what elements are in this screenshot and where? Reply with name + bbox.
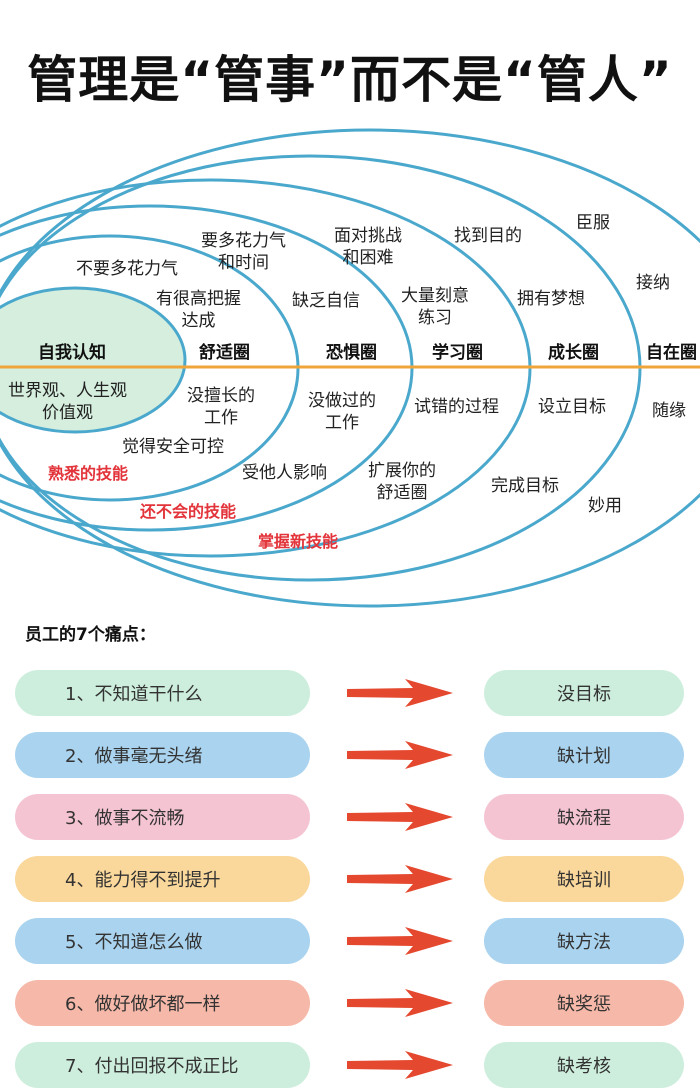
arrow-right-icon bbox=[347, 679, 453, 707]
pain-point-problem: 2、做事毫无头绪 bbox=[15, 732, 310, 778]
pain-point-cause: 缺培训 bbox=[484, 856, 684, 902]
zone-self: 自我认知 bbox=[38, 343, 106, 363]
zone-learning: 学习圈 bbox=[432, 343, 483, 363]
label-accept: 接纳 bbox=[636, 273, 670, 293]
label-set-goal: 设立目标 bbox=[538, 397, 606, 417]
pain-point-cause: 缺流程 bbox=[484, 794, 684, 840]
pain-points-title: 员工的7个痛点： bbox=[25, 625, 156, 645]
ring-self bbox=[0, 286, 187, 434]
label-complete-goal: 完成目标 bbox=[491, 476, 559, 496]
comfort-zone-diagram bbox=[0, 128, 700, 608]
label-find-purpose: 找到目的 bbox=[454, 226, 522, 246]
label-no-skilled-work: 没擅长的 工作 bbox=[187, 386, 255, 428]
label-more-effort: 要多花力气 和时间 bbox=[201, 231, 286, 273]
pain-point-cause: 缺考核 bbox=[484, 1042, 684, 1088]
label-expand-comfort: 扩展你的 舒适圈 bbox=[368, 461, 436, 503]
label-lack-confidence: 缺乏自信 bbox=[292, 291, 360, 311]
arrow-right-icon bbox=[347, 803, 453, 831]
label-influenced: 受他人影响 bbox=[242, 463, 327, 483]
zone-freedom: 自在圈 bbox=[646, 343, 697, 363]
arrow-right-icon bbox=[347, 927, 453, 955]
label-deliberate-practice: 大量刻意 练习 bbox=[401, 286, 469, 328]
pain-point-problem: 6、做好做坏都一样 bbox=[15, 980, 310, 1026]
arrow-right-icon bbox=[347, 865, 453, 893]
skill-unable: 还不会的技能 bbox=[140, 502, 237, 521]
pain-point-cause: 没目标 bbox=[484, 670, 684, 716]
zone-comfort: 舒适圈 bbox=[199, 343, 250, 363]
pain-point-problem: 3、做事不流畅 bbox=[15, 794, 310, 840]
pain-point-cause: 缺奖惩 bbox=[484, 980, 684, 1026]
pain-point-problem: 4、能力得不到提升 bbox=[15, 856, 310, 902]
zone-fear: 恐惧圈 bbox=[326, 343, 377, 363]
label-trial-error: 试错的过程 bbox=[414, 397, 499, 417]
label-worldview: 世界观、人生观 价值观 bbox=[8, 381, 127, 423]
label-high-confidence: 有很高把握 达成 bbox=[156, 289, 241, 331]
pain-point-problem: 5、不知道怎么做 bbox=[15, 918, 310, 964]
label-new-work: 没做过的 工作 bbox=[308, 391, 376, 433]
label-no-effort: 不要多花力气 bbox=[76, 259, 178, 279]
arrow-right-icon bbox=[347, 989, 453, 1017]
label-feel-safe: 觉得安全可控 bbox=[122, 437, 224, 457]
pain-point-cause: 缺计划 bbox=[484, 732, 684, 778]
arrow-right-icon bbox=[347, 741, 453, 769]
label-surrender: 臣服 bbox=[576, 213, 610, 233]
arrow-right-icon bbox=[347, 1051, 453, 1079]
page-title: 管理是“管事”而不是“管人” bbox=[27, 51, 673, 109]
label-go-with-flow: 随缘 bbox=[652, 401, 686, 421]
skill-master: 掌握新技能 bbox=[258, 532, 339, 551]
ring-freedom bbox=[0, 128, 700, 608]
pain-point-problem: 7、付出回报不成正比 bbox=[15, 1042, 310, 1088]
zone-growth: 成长圈 bbox=[548, 343, 599, 363]
pain-point-cause: 缺方法 bbox=[484, 918, 684, 964]
label-face-challenge: 面对挑战 和困难 bbox=[334, 226, 402, 268]
pain-point-problem: 1、不知道干什么 bbox=[15, 670, 310, 716]
label-wonderful-use: 妙用 bbox=[588, 496, 622, 516]
label-have-dream: 拥有梦想 bbox=[517, 289, 585, 309]
skill-familiar: 熟悉的技能 bbox=[48, 464, 129, 483]
